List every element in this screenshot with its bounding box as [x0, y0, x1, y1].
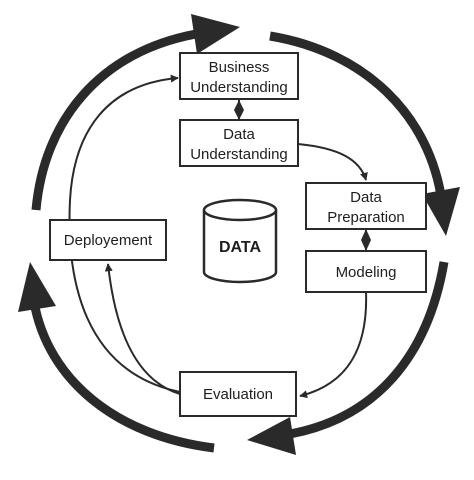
phase-business-understanding: Business Understanding: [179, 52, 299, 100]
phase-label-line2: Understanding: [190, 146, 288, 163]
arrow-evaluation-to-deployment: [104, 263, 181, 395]
outer-arrowhead-left: [18, 262, 56, 312]
phase-label-line1: Data: [223, 126, 255, 143]
phase-data-preparation: Data Preparation: [305, 182, 427, 230]
arrow-data-understanding-to-preparation: [297, 143, 368, 181]
phase-evaluation: Evaluation: [179, 371, 297, 417]
outer-arrowhead-top: [191, 14, 240, 54]
phase-label-line1: Business: [209, 59, 270, 76]
phase-label-line2: Understanding: [190, 79, 288, 96]
phase-modeling: Modeling: [305, 250, 427, 293]
phase-label: Modeling: [336, 264, 397, 281]
outer-arc-right: [269, 31, 447, 203]
phase-data-understanding: Data Understanding: [179, 119, 299, 167]
outer-arc-left: [29, 301, 215, 453]
phase-label: Evaluation: [203, 386, 273, 403]
data-label: DATA: [219, 239, 262, 256]
outer-arc-bottom-right: [289, 261, 449, 439]
outer-cycle: [18, 14, 460, 455]
outer-arrowhead-bottom: [247, 417, 296, 455]
cylinder-top: [202, 198, 278, 222]
phase-label-line2: Preparation: [327, 209, 405, 226]
arrow-evaluation-to-business-understanding: [68, 74, 181, 393]
cylinder-body: [202, 210, 278, 284]
inner-connectors: [68, 74, 371, 399]
phase-deployment: Deployement: [49, 219, 167, 261]
phase-label: Deployement: [64, 232, 153, 249]
diamond-business-data-understanding: [234, 100, 244, 120]
data-cylinder: DATA: [202, 198, 278, 284]
diamond-preparation-modeling: [361, 229, 371, 251]
phase-label-line1: Data: [350, 189, 382, 206]
outer-arrowhead-right: [422, 187, 460, 236]
outer-arc-top-left: [31, 29, 197, 211]
arrow-modeling-to-evaluation: [299, 291, 368, 399]
